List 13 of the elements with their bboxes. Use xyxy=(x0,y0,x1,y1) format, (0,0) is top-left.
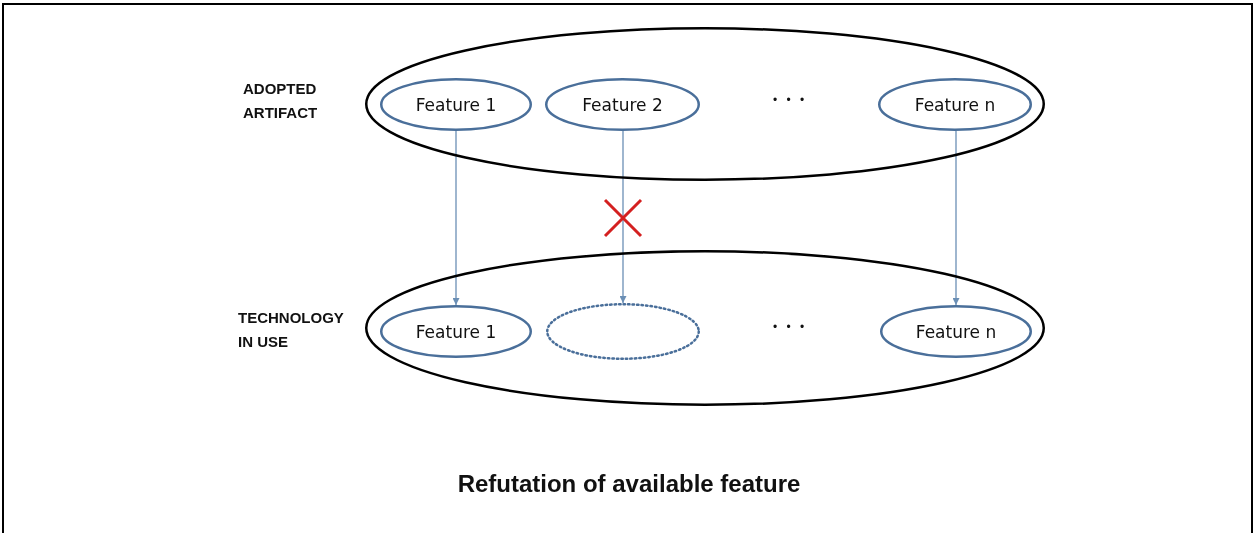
arrow xyxy=(452,130,460,306)
group-label: ADOPTED ARTIFACT xyxy=(243,79,319,123)
feature-label: Feature n xyxy=(915,321,997,342)
feature-label: Feature 1 xyxy=(415,321,497,342)
ellipsis-label: • • • xyxy=(773,93,808,107)
feature-label: Feature 2 xyxy=(582,94,663,115)
group-label: TECHNOLOGY IN USE xyxy=(238,308,345,352)
arrow xyxy=(619,130,627,304)
feature-label: Feature 1 xyxy=(415,94,497,115)
ellipsis-label: • • • xyxy=(773,320,808,334)
caption: Refutation of available feature xyxy=(457,470,801,498)
arrow xyxy=(952,130,960,306)
feature-label: Feature n xyxy=(914,94,996,115)
